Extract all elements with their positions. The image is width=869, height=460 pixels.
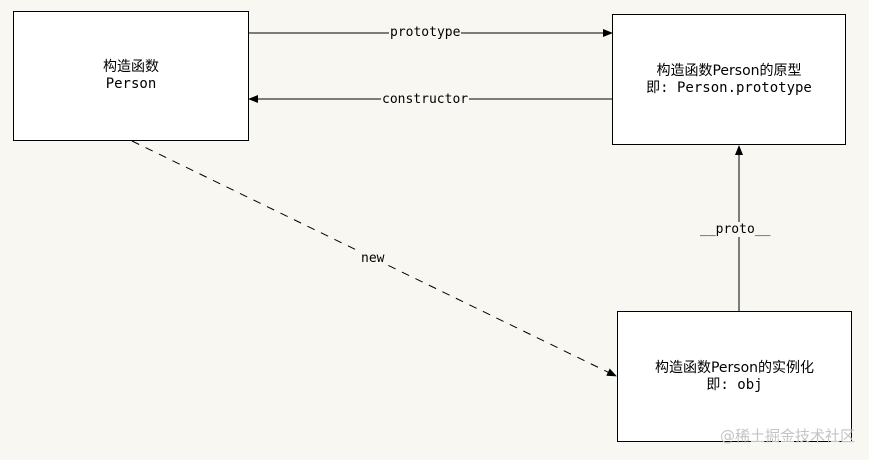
constructor-person-box: 构造函数 Person [13, 11, 249, 141]
proto-label: __proto__ [699, 222, 772, 237]
prototype-label: prototype [389, 25, 462, 40]
person-instance-box: 构造函数Person的实例化 即: obj [617, 311, 852, 442]
constructor-label: constructor [381, 92, 470, 107]
watermark: @稀土掘金技术社区 [719, 427, 855, 445]
constructor-person-title: 构造函数 [103, 59, 159, 75]
new-label: new [360, 251, 386, 266]
person-instance-title: 构造函数Person的实例化 [654, 359, 815, 376]
person-prototype-name: 即: Person.prototype [646, 79, 812, 96]
person-prototype-box: 构造函数Person的原型 即: Person.prototype [612, 14, 846, 145]
person-instance-name: 即: obj [706, 376, 763, 393]
constructor-person-name: Person [105, 76, 157, 92]
person-prototype-title: 构造函数Person的原型 [656, 62, 802, 79]
